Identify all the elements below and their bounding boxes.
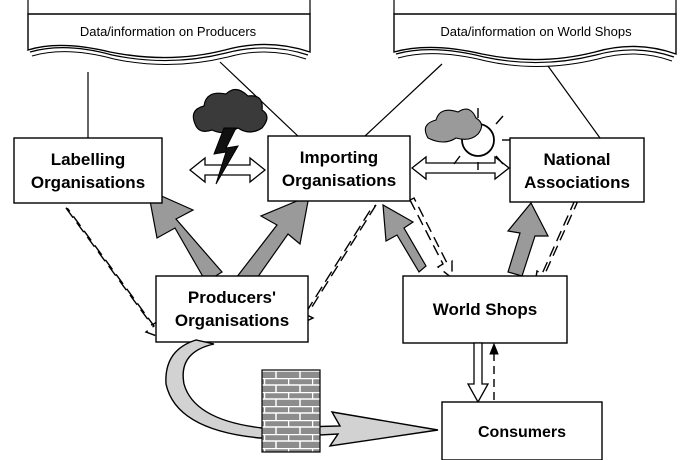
node-producers-line1: Producers' [188, 288, 276, 307]
node-producers: Producers' Organisations [155, 275, 309, 343]
node-importing-line1: Importing [300, 148, 378, 167]
node-national: National Associations [509, 137, 645, 203]
brick-wall-icon [261, 369, 321, 453]
node-importing: Importing Organisations [267, 135, 411, 202]
doc-connectors [87, 61, 601, 139]
doc-producers: Data/information on Producers [27, 0, 311, 66]
node-consumers: Consumers [441, 401, 603, 460]
node-world-shops: World Shops [402, 275, 568, 344]
arrow-worldshops-to-consumers [466, 342, 490, 404]
dashed-arrow-national-to-worldshops [533, 198, 578, 292]
node-world-shops-label: World Shops [433, 300, 538, 319]
sun-behind-cloud-icon [424, 108, 512, 170]
node-importing-line2: Organisations [282, 171, 396, 190]
node-consumers-label: Consumers [478, 424, 566, 441]
arrow-worldshops-to-importing [382, 203, 427, 273]
doc-world-shops-label: Data/information on World Shops [440, 24, 632, 39]
arrow-producers-to-importing [235, 195, 310, 289]
dashed-arrow-importing-to-worldshops [409, 197, 453, 280]
dashed-arrow-labelling-to-producers [65, 207, 163, 340]
dashed-arrows [65, 197, 578, 340]
doc-world-shops: Data/information on World Shops [393, 0, 677, 68]
node-labelling: Labelling Organisations [13, 137, 163, 204]
doc-producers-label: Data/information on Producers [80, 24, 257, 39]
double-arrow-labelling-importing [188, 156, 267, 184]
node-national-line2: Associations [524, 173, 630, 192]
worldshops-consumers-arrows [466, 342, 499, 404]
influence-arrows [147, 188, 549, 289]
arrow-producers-to-labelling [147, 188, 223, 283]
dashed-arrow-importing-to-producers [297, 204, 377, 327]
arrow-worldshops-to-national [506, 201, 549, 277]
double-arrow-importing-national [410, 155, 511, 181]
curved-arrow-producers-to-consumers [165, 339, 439, 447]
node-labelling-line1: Labelling [51, 150, 126, 169]
storm-cloud-lightning-icon [192, 88, 268, 185]
node-national-line1: National [543, 150, 610, 169]
node-producers-line2: Organisations [175, 311, 289, 330]
node-labelling-line2: Organisations [31, 173, 145, 192]
